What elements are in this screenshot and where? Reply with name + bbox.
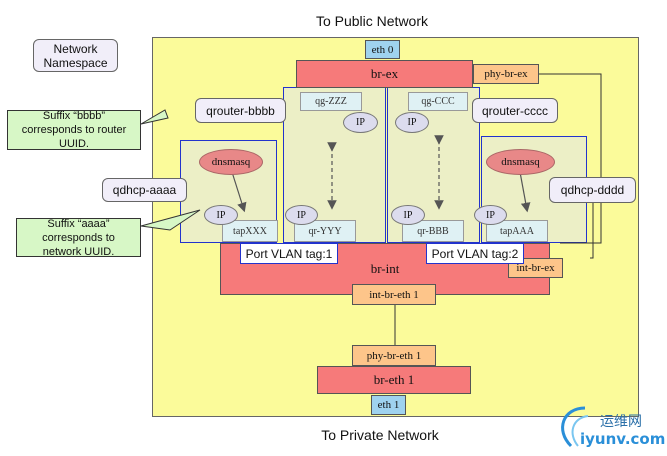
br-ex-label: br-ex: [370, 66, 399, 81]
qrouter-cccc-label: qrouter-cccc: [472, 98, 558, 123]
int-br-eth-port: int-br-eth 1: [352, 284, 436, 305]
phy-br-ex-port: phy-br-ex: [473, 64, 539, 84]
tap-xxx-device: tapXXX: [222, 220, 278, 242]
ip-qr-bbb: IP: [391, 205, 425, 225]
router-uuid-callout: Suffix “bbbb” corresponds to router UUID…: [7, 110, 141, 150]
ip-qr-yyy: IP: [285, 205, 318, 225]
watermark-cn: 运维网: [600, 414, 642, 430]
phy-br-eth-port: phy-br-eth 1: [352, 345, 436, 366]
namespace-legend: Network Namespace: [33, 39, 118, 72]
qr-bbb-device: qr-BBB: [402, 220, 464, 242]
dnsmasq-aaaa: dnsmasq: [199, 149, 263, 175]
top-title: To Public Network: [315, 13, 429, 29]
eth1-port: eth 1: [371, 395, 406, 415]
ip-qg-ccc: IP: [395, 112, 429, 133]
network-uuid-callout: Suffix “aaaa” corresponds to network UUI…: [16, 218, 141, 258]
ip-tap-aaa: IP: [474, 205, 507, 225]
qrouter-bbbb-label: qrouter-bbbb: [195, 98, 286, 123]
br-eth-label: br-eth 1: [373, 372, 415, 387]
tap-aaa-device: tapAAA: [486, 220, 548, 242]
bottom-title: To Private Network: [321, 427, 439, 443]
qdhcp-dddd-label: qdhcp-dddd: [549, 177, 636, 203]
ip-qg-zzz: IP: [343, 112, 378, 133]
ip-tap-xxx: IP: [204, 205, 238, 225]
qg-ccc-device: qg-CCC: [408, 92, 468, 111]
dnsmasq-dddd: dnsmasq: [486, 149, 555, 175]
vlan-tag-1: Port VLAN tag:1: [240, 243, 338, 264]
vlan-tag-2: Port VLAN tag:2: [426, 243, 524, 264]
qdhcp-aaaa-label: qdhcp-aaaa: [102, 178, 187, 202]
watermark-url: iyunv.com: [580, 430, 666, 448]
qr-yyy-device: qr-YYY: [294, 220, 356, 242]
qg-zzz-device: qg-ZZZ: [300, 92, 362, 111]
br-eth-bridge: br-eth 1: [317, 366, 471, 394]
br-ex-bridge: br-ex: [296, 60, 473, 88]
eth0-port: eth 0: [365, 40, 400, 59]
br-int-label: br-int: [370, 261, 400, 276]
